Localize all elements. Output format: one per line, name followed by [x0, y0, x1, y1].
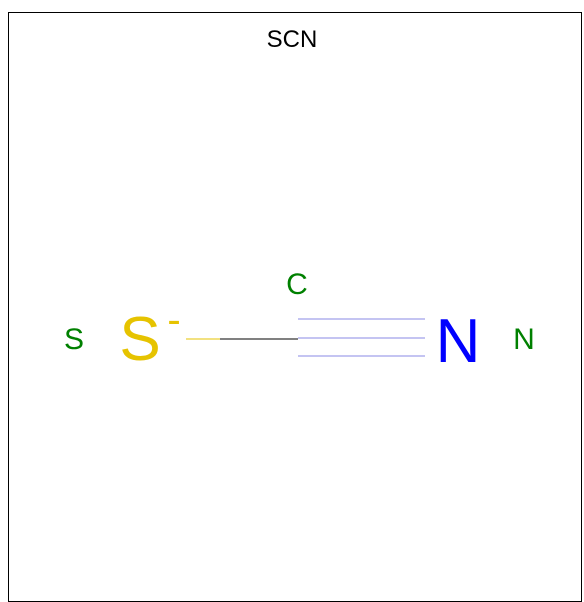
- diagram-frame: [8, 12, 582, 602]
- bond-c-n: [298, 318, 425, 357]
- atom-carbon-label: C: [286, 268, 308, 301]
- atom-nitrogen-label: N: [513, 323, 535, 356]
- atom-sulfur-charge: -: [167, 298, 180, 342]
- atom-sulfur-symbol: S: [119, 305, 160, 374]
- molecule-title: SCN: [266, 26, 318, 53]
- atom-sulfur-label: S: [64, 323, 84, 356]
- molecule-structure: S - S C N N: [64, 268, 535, 376]
- atom-nitrogen-symbol: N: [436, 307, 481, 376]
